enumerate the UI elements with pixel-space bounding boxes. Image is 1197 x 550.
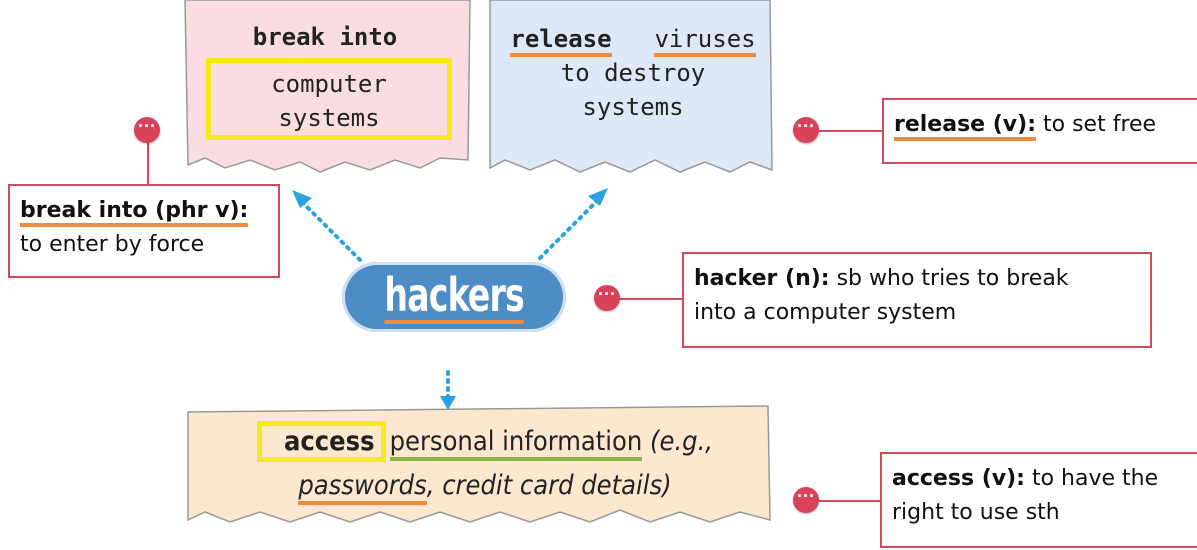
definition-term: access (v): [892,466,1025,491]
break-into-card-text: break into [200,20,450,54]
access-definition: access (v): to have the right to use sth [880,452,1197,548]
card-line: computer [271,70,387,98]
credit-card-text: , credit card details) [426,470,672,501]
card-line: systems [582,93,684,121]
connector-line [620,298,684,300]
hacker-definition: hacker (n): sb who tries to break into a… [682,252,1152,348]
card-heading: break into [252,23,398,51]
definition-meaning: sb who tries to break [836,266,1069,291]
release-definition: release (v): to set free [882,98,1197,164]
definition-meaning-line2: into a computer system [694,300,957,325]
connector-line [147,130,149,184]
access-card [187,405,771,523]
ellipsis-dot-icon: ··· [594,285,620,311]
dotted-arrow-icon [298,196,602,400]
definition-term: break into (phr v): [20,198,249,227]
ellipsis-dot-icon: ··· [793,487,819,513]
release-card-text: release viruses to destroy systems [498,22,768,124]
definition-term: release (v): [894,112,1037,141]
eg-text: (e.g., [650,426,714,457]
card-line: systems [278,104,380,132]
hackers-label: hackers [384,268,525,324]
definition-term: hacker (n): [694,266,830,291]
definition-meaning-line2: right to use sth [892,500,1060,525]
computer-systems-highlight: computer systems [206,58,452,140]
card-line: to destroy [560,59,706,87]
arrowheads [292,188,608,410]
definition-meaning: to have the [1031,466,1159,491]
release-word: release [510,25,612,57]
release-card [489,0,773,173]
break-into-definition: break into (phr v): to enter by force [8,184,280,278]
ellipsis-dot-icon: ··· [793,117,819,143]
connector-line [815,500,883,502]
hackers-bubble: hackers [342,262,566,332]
personal-information: personal information [389,426,643,461]
connector-line [815,130,883,132]
viruses-word: viruses [654,25,756,57]
access-word: access [256,421,386,462]
definition-meaning: to set free [1043,112,1157,137]
passwords-word: passwords [298,470,427,505]
break-into-card [184,0,471,173]
definition-meaning: to enter by force [20,232,205,257]
ellipsis-dot-icon: ··· [134,117,160,143]
